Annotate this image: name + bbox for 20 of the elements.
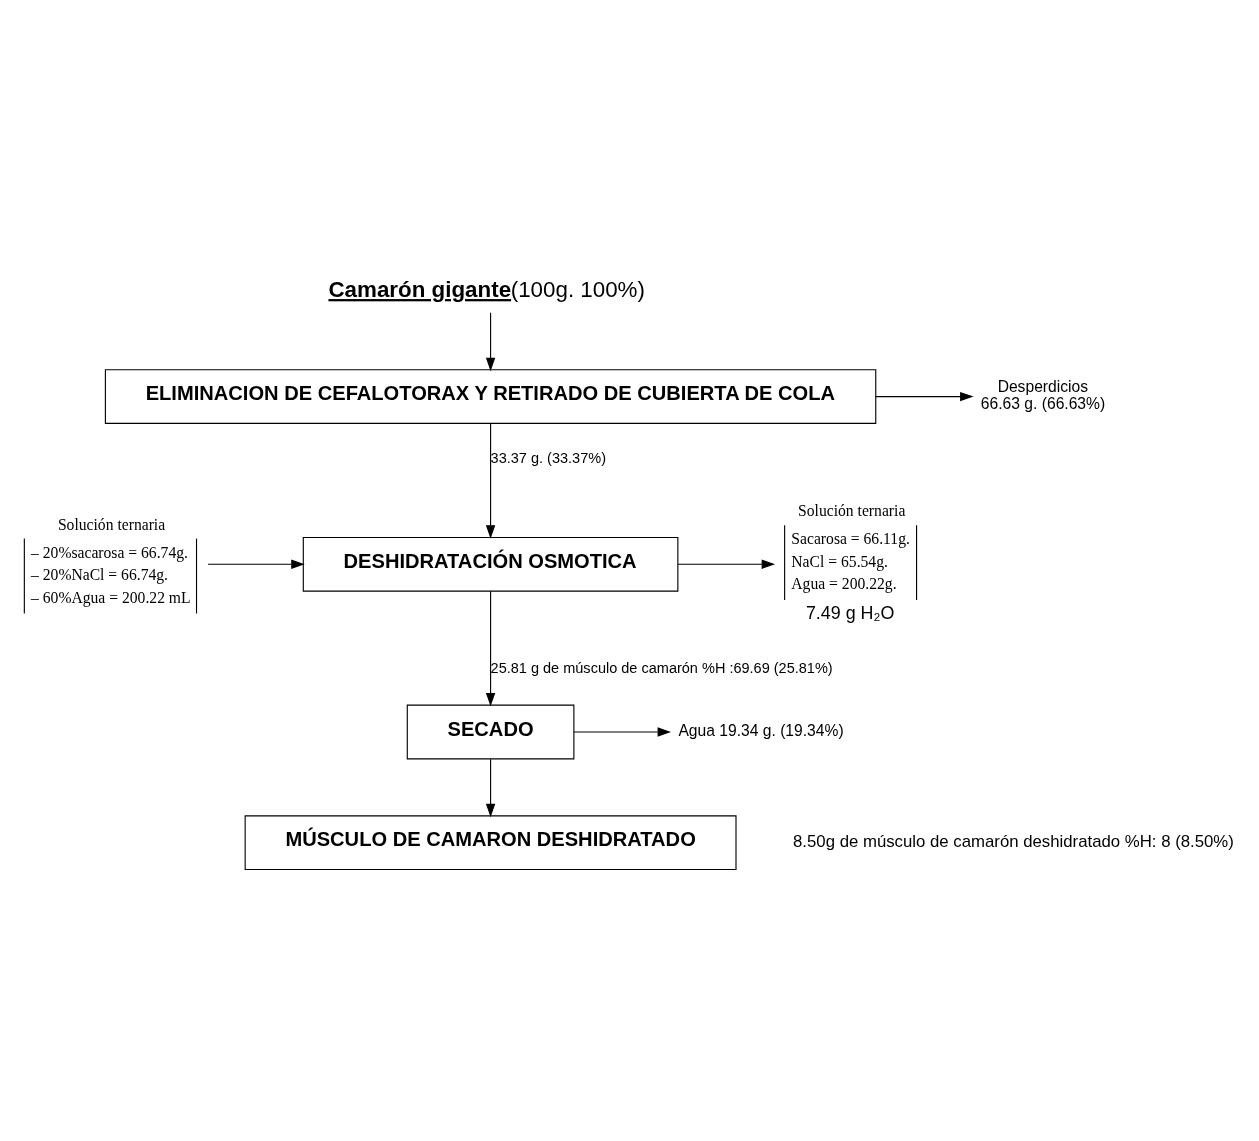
node-text: Agua 19.34 g. (19.34%) [678,721,844,739]
arrow [875,391,974,401]
arrow [207,559,305,569]
arrow [573,726,671,737]
arrow [485,590,496,706]
node-text: Solución ternaria Sacarosa = 66.11g. NaCl = 65.54g. Agua = 200.22g. 7.49 g H₂O [791,501,910,623]
arrow [485,311,496,371]
arrow [677,559,776,569]
edge-label: 33.37 g. (33.37%) [490,449,606,466]
arrow [485,758,496,817]
node-box: DESHIDRATACIÓN OSMOTICA [302,536,679,592]
node-label: 8.50g de músculo de camarón deshidratado %H: 8 (8.50%) [793,831,1234,851]
node-box: MÚSCULO DE CAMARON DESHIDRATADO [244,814,737,870]
node-text: Solución ternaria – 20%sacarosa = 66.74g. – 20%NaCl = 66.74g. – 60%Agua = 200.22 mL [31,515,191,606]
node-text: Camarón gigante(100g. 100%) [328,276,645,302]
node-box: ELIMINACION DE CEFALOTORAX Y RETIRADO DE CUBIERTA DE COLA [104,368,877,424]
arrow [485,422,496,539]
node-box: SECADO [406,704,575,759]
edge-label: 25.81 g de músculo de camarón %H :69.69 (25.81%) [490,659,833,676]
node-text: Desperdicios 66.63 g. (66.63%) [980,377,1106,412]
